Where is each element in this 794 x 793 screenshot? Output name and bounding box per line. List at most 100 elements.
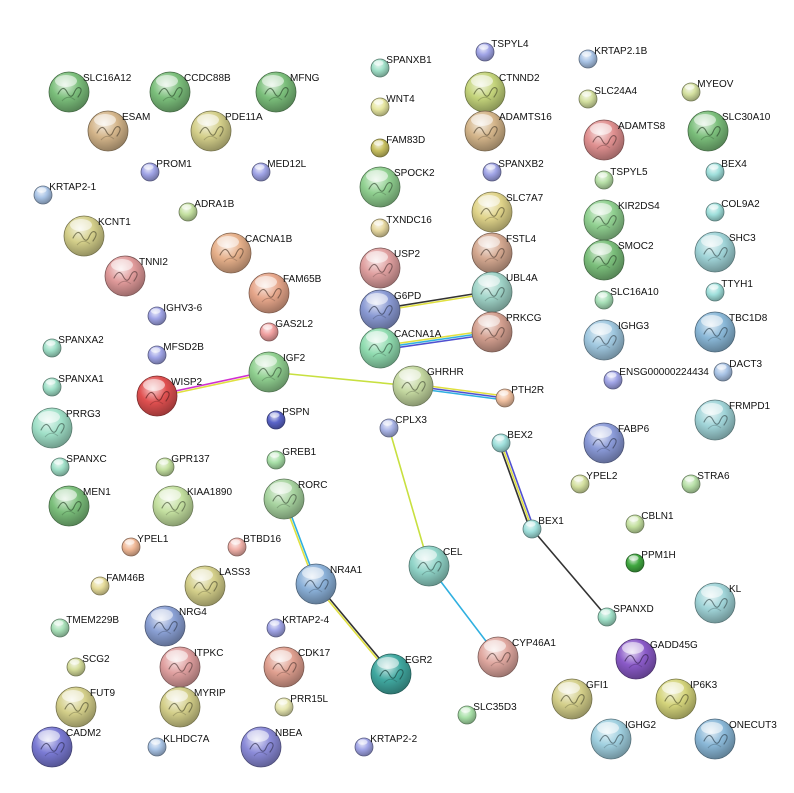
node-spock2[interactable]: SPOCK2: [359, 166, 435, 208]
node-pspn[interactable]: PSPN: [266, 407, 310, 430]
node-adamts8[interactable]: ADAMTS8: [583, 119, 666, 161]
node-bex2[interactable]: BEX2: [491, 430, 533, 453]
node-myeov[interactable]: MYEOV: [681, 79, 734, 102]
node-ghrhr[interactable]: GHRHR: [392, 365, 464, 407]
node-tmem229b[interactable]: TMEM229B: [50, 615, 119, 638]
node-greb1[interactable]: GREB1: [266, 447, 317, 470]
node-spanxd[interactable]: SPANXD: [597, 604, 654, 627]
node-fam65b[interactable]: FAM65B: [248, 272, 322, 314]
node-itpkc[interactable]: ITPKC: [159, 646, 223, 688]
node-prom1[interactable]: PROM1: [140, 159, 192, 182]
node-prrg3[interactable]: PRRG3: [31, 407, 101, 449]
node-kcnt1[interactable]: KCNT1: [63, 215, 131, 257]
node-txndc16[interactable]: TXNDC16: [370, 215, 432, 238]
node-cplx3[interactable]: CPLX3: [379, 415, 427, 438]
node-cdk17[interactable]: CDK17: [263, 646, 331, 688]
node-klhdc7a[interactable]: KLHDC7A: [147, 734, 210, 757]
node-krtap2-1b[interactable]: KRTAP2.1B: [578, 46, 648, 69]
node-ighg3[interactable]: IGHG3: [583, 319, 650, 361]
node-usp2[interactable]: USP2: [359, 247, 421, 289]
node-egr2[interactable]: EGR2: [370, 653, 433, 695]
node-bex4[interactable]: BEX4: [705, 159, 747, 182]
node-myrip[interactable]: MYRIP: [159, 686, 226, 728]
node-ttyh1[interactable]: TTYH1: [705, 279, 753, 302]
node-gpr137[interactable]: GPR137: [155, 454, 210, 477]
node-ip6k3[interactable]: IP6K3: [655, 678, 718, 720]
node-kir2ds4[interactable]: KIR2DS4: [583, 199, 660, 241]
node-ensg00000224434[interactable]: ENSG00000224434: [603, 367, 709, 390]
node-ubl4a[interactable]: UBL4A: [471, 271, 538, 313]
node-bex1[interactable]: BEX1: [522, 516, 564, 539]
node-tnni2[interactable]: TNNI2: [104, 255, 168, 297]
node-slc35d3[interactable]: SLC35D3: [457, 702, 517, 725]
node-nr4a1[interactable]: NR4A1: [295, 563, 363, 605]
node-gadd45g[interactable]: GADD45G: [615, 638, 698, 680]
node-fam46b[interactable]: FAM46B: [90, 573, 145, 596]
node-kl[interactable]: KL: [694, 582, 742, 624]
node-nrg4[interactable]: NRG4: [144, 605, 207, 647]
node-slc30a10[interactable]: SLC30A10: [687, 110, 771, 152]
node-krtap2-2[interactable]: KRTAP2-2: [354, 734, 418, 757]
node-ighg2[interactable]: IGHG2: [590, 718, 657, 760]
node-gas2l2[interactable]: GAS2L2: [259, 319, 314, 342]
node-ccdc88b[interactable]: CCDC88B: [149, 71, 231, 113]
node-spanxb2[interactable]: SPANXB2: [482, 159, 544, 182]
node-men1[interactable]: MEN1: [48, 485, 111, 527]
node-spanxa2[interactable]: SPANXA2: [42, 335, 104, 358]
node-rorc[interactable]: RORC: [263, 478, 327, 520]
node-lass3[interactable]: LASS3: [184, 565, 251, 607]
node-spanxc[interactable]: SPANXC: [50, 454, 107, 477]
node-spanxa1[interactable]: SPANXA1: [42, 374, 104, 397]
node-ppm1h[interactable]: PPM1H: [625, 550, 676, 573]
node-wisp2[interactable]: WISP2: [136, 375, 203, 417]
node-smoc2[interactable]: SMOC2: [583, 239, 654, 281]
node-kiaa1890[interactable]: KIAA1890: [152, 485, 232, 527]
node-slc16a10[interactable]: SLC16A10: [594, 287, 659, 310]
node-tbc1d8[interactable]: TBC1D8: [694, 311, 768, 353]
node-pth2r[interactable]: PTH2R: [495, 385, 544, 408]
node-shc3[interactable]: SHC3: [694, 231, 756, 273]
node-ypel2[interactable]: YPEL2: [570, 471, 618, 494]
node-fabp6[interactable]: FABP6: [583, 422, 650, 464]
node-cacna1a[interactable]: CACNA1A: [359, 327, 442, 369]
node-adra1b[interactable]: ADRA1B: [178, 199, 235, 222]
node-cel[interactable]: CEL: [408, 545, 463, 587]
node-med12l[interactable]: MED12L: [251, 159, 307, 182]
node-fam83d[interactable]: FAM83D: [370, 135, 425, 158]
node-prkcg[interactable]: PRKCG: [471, 311, 542, 353]
node-slc24a4[interactable]: SLC24A4: [578, 86, 638, 109]
node-ctnnd2[interactable]: CTNND2: [464, 71, 540, 113]
node-slc16a12[interactable]: SLC16A12: [48, 71, 132, 113]
node-adamts16[interactable]: ADAMTS16: [464, 110, 552, 152]
node-gfi1[interactable]: GFI1: [551, 678, 609, 720]
node-dact3[interactable]: DACT3: [713, 359, 763, 382]
node-stra6[interactable]: STRA6: [681, 471, 730, 494]
node-tspyl4[interactable]: TSPYL4: [475, 39, 529, 62]
node-scg2[interactable]: SCG2: [66, 654, 110, 677]
node-fstl4[interactable]: FSTL4: [471, 232, 536, 274]
node-col9a2[interactable]: COL9A2: [705, 199, 760, 222]
node-krtap2-4[interactable]: KRTAP2-4: [266, 615, 330, 638]
node-ypel1[interactable]: YPEL1: [121, 534, 169, 557]
node-mfng[interactable]: MFNG: [255, 71, 320, 113]
node-prr15l[interactable]: PRR15L: [274, 694, 329, 717]
node-slc7a7[interactable]: SLC7A7: [471, 191, 544, 233]
node-spanxb1[interactable]: SPANXB1: [370, 55, 432, 78]
node-g6pd[interactable]: G6PD: [359, 289, 421, 331]
node-fut9[interactable]: FUT9: [55, 686, 115, 728]
node-krtap2-1[interactable]: KRTAP2-1: [33, 182, 97, 205]
node-cbln1[interactable]: CBLN1: [625, 511, 674, 534]
node-frmpd1[interactable]: FRMPD1: [694, 399, 771, 441]
node-igf2[interactable]: IGF2: [248, 351, 306, 393]
node-ighv3-6[interactable]: IGHV3-6: [147, 303, 203, 326]
node-cyp46a1[interactable]: CYP46A1: [477, 636, 556, 678]
node-wnt4[interactable]: WNT4: [370, 94, 415, 117]
node-onecut3[interactable]: ONECUT3: [694, 718, 777, 760]
node-esam[interactable]: ESAM: [87, 110, 150, 152]
node-cadm2[interactable]: CADM2: [31, 726, 101, 768]
node-btbd16[interactable]: BTBD16: [227, 534, 282, 557]
node-cacna1b[interactable]: CACNA1B: [210, 232, 293, 274]
node-nbea[interactable]: NBEA: [240, 726, 303, 768]
node-mfsd2b[interactable]: MFSD2B: [147, 342, 204, 365]
node-pde11a[interactable]: PDE11A: [190, 110, 263, 152]
